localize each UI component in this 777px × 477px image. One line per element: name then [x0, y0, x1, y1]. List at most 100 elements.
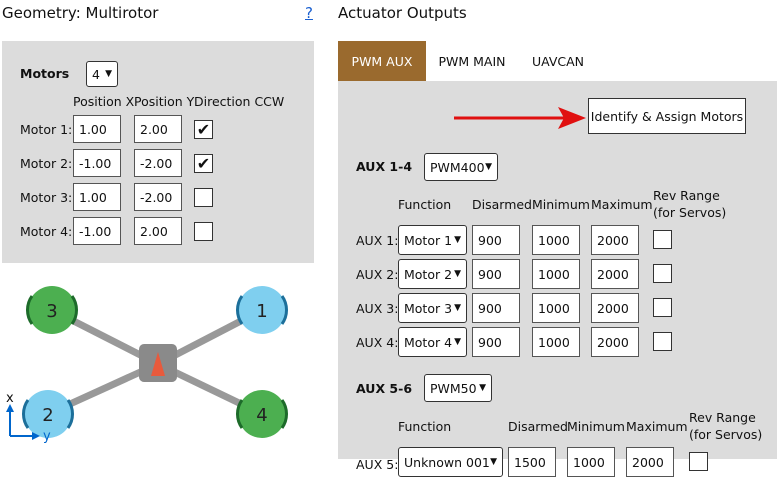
tab-uavcan[interactable]: UAVCAN [531, 53, 585, 69]
aux-minimum-input[interactable]: 1000 [532, 327, 580, 357]
aux-maximum-input[interactable]: 2000 [591, 293, 639, 323]
aux-rev-range-checkbox[interactable] [653, 230, 672, 249]
header-position-y: Position Y [134, 94, 195, 109]
aux-1-4-rate-select[interactable]: PWM400▼ [424, 153, 498, 181]
aux-rev-range-checkbox[interactable] [653, 332, 672, 351]
aux-disarmed-input[interactable]: 900 [472, 225, 520, 255]
aux-minimum-input[interactable]: 1000 [532, 259, 580, 289]
aux-maximum-input[interactable]: 2000 [626, 447, 674, 477]
motor-2: 2 [21, 390, 75, 438]
aux-5-6-rate-value: PWM50 [430, 380, 477, 396]
motor-ccw-checkbox[interactable]: ✔ [194, 120, 213, 139]
aux-maximum-input[interactable]: 2000 [591, 225, 639, 255]
chevron-down-icon: ▼ [454, 303, 461, 313]
header-function: Function [398, 197, 452, 212]
aux-function-select[interactable]: Unknown 001▼ [398, 447, 503, 477]
motor-position-y-input[interactable]: 2.00 [134, 217, 182, 245]
group-aux-1-4-label: AUX 1-4 [356, 159, 413, 174]
aux-disarmed-input[interactable]: 900 [472, 293, 520, 323]
aux-function-value: Motor 3 [404, 300, 453, 316]
aux-disarmed-input[interactable]: 1500 [508, 447, 556, 477]
aux-function-value: Motor 2 [404, 266, 453, 282]
chevron-down-icon: ▼ [485, 162, 492, 172]
motor-2-label: 2 [42, 405, 53, 426]
aux-maximum-input[interactable]: 2000 [591, 327, 639, 357]
motor-row-label: Motor 3: [20, 190, 73, 205]
header-rev-range: Rev Range [653, 188, 720, 203]
chevron-down-icon: ▼ [454, 269, 461, 279]
motor-3-label: 3 [46, 301, 57, 322]
actuator-outputs-title: Actuator Outputs [338, 4, 467, 22]
aux-function-select[interactable]: Motor 4▼ [398, 327, 467, 357]
motor-position-x-input[interactable]: -1.00 [73, 149, 121, 177]
aux-rev-range-checkbox[interactable] [689, 452, 708, 471]
aux-function-value: Unknown 001 [404, 454, 490, 470]
motor-ccw-checkbox[interactable] [194, 222, 213, 241]
aux-rev-range-checkbox[interactable] [653, 298, 672, 317]
aux-function-select[interactable]: Motor 2▼ [398, 259, 467, 289]
motor-position-y-input[interactable]: -2.00 [134, 183, 182, 211]
heading-arrow-icon [151, 352, 165, 376]
motor-ccw-checkbox[interactable]: ✔ [194, 154, 213, 173]
aux-row-label: AUX 2: [356, 267, 399, 282]
aux-row-label: AUX 3: [356, 301, 399, 316]
aux-minimum-input[interactable]: 1000 [567, 447, 615, 477]
geometry-title: Geometry: Multirotor [2, 4, 159, 22]
motor-position-y-input[interactable]: 2.00 [134, 115, 182, 143]
header-minimum: Minimum [532, 197, 590, 212]
axis-x-label: x [6, 391, 14, 406]
aux-function-select[interactable]: Motor 1▼ [398, 225, 467, 255]
motor-row-label: Motor 1: [20, 122, 73, 137]
aux-maximum-input[interactable]: 2000 [591, 259, 639, 289]
aux-rev-range-checkbox[interactable] [653, 264, 672, 283]
motor-position-x-input[interactable]: -1.00 [73, 217, 121, 245]
geometry-diagram: 3 1 2 4 x y [6, 286, 289, 444]
motor-3: 3 [25, 286, 79, 334]
motor-4-label: 4 [256, 405, 267, 426]
motors-count-select[interactable]: 4▼ [86, 61, 118, 87]
help-link[interactable]: ? [305, 4, 313, 22]
header-function: Function [398, 419, 452, 434]
header-direction-ccw: Direction CCW [194, 94, 285, 109]
header-maximum: Maximum [626, 419, 688, 434]
identify-assign-motors-button[interactable]: Identify & Assign Motors [588, 98, 746, 134]
aux-function-value: Motor 4 [404, 334, 453, 350]
aux-disarmed-input[interactable]: 900 [472, 327, 520, 357]
aux-function-value: Motor 1 [404, 232, 453, 248]
header-rev-range-sub: (for Servos) [689, 427, 763, 442]
motor-position-y-input[interactable]: -2.00 [134, 149, 182, 177]
header-rev-range: Rev Range [689, 410, 756, 425]
motor-4: 4 [235, 390, 289, 438]
aux-row-label: AUX 4: [356, 335, 399, 350]
chevron-down-icon: ▼ [479, 383, 486, 393]
header-disarmed: Disarmed [508, 419, 568, 434]
tab-pwm-main[interactable]: PWM MAIN [438, 53, 506, 69]
aux-row-label: AUX 1: [356, 233, 399, 248]
aux-row-label: AUX 5: [356, 457, 399, 472]
aux-minimum-input[interactable]: 1000 [532, 293, 580, 323]
motor-position-x-input[interactable]: 1.00 [73, 183, 121, 211]
pointer-arrow-icon [454, 107, 586, 129]
header-maximum: Maximum [591, 197, 653, 212]
motor-row-label: Motor 4: [20, 224, 73, 239]
motors-count-value: 4 [92, 66, 100, 82]
motor-row-label: Motor 2: [20, 156, 73, 171]
motor-1: 1 [235, 286, 289, 334]
tab-pwm-aux[interactable]: PWM AUX [338, 41, 426, 81]
aux-5-6-rate-select[interactable]: PWM50▼ [424, 374, 492, 402]
aux-1-4-rate-value: PWM400 [430, 159, 485, 175]
motor-1-label: 1 [256, 301, 267, 322]
group-aux-5-6-label: AUX 5-6 [356, 381, 413, 396]
header-disarmed: Disarmed [472, 197, 532, 212]
aux-disarmed-input[interactable]: 900 [472, 259, 520, 289]
header-position-x: Position X [73, 94, 135, 109]
aux-minimum-input[interactable]: 1000 [532, 225, 580, 255]
motor-position-x-input[interactable]: 1.00 [73, 115, 121, 143]
motor-ccw-checkbox[interactable] [194, 188, 213, 207]
motors-label: Motors [20, 66, 70, 81]
chevron-down-icon: ▼ [454, 235, 461, 245]
aux-function-select[interactable]: Motor 3▼ [398, 293, 467, 323]
geometry-panel: Motors 4▼ Position X Position Y Directio… [2, 41, 314, 263]
chevron-down-icon: ▼ [105, 69, 112, 79]
actuator-panel: Identify & Assign Motors AUX 1-4 PWM400▼… [338, 81, 777, 477]
